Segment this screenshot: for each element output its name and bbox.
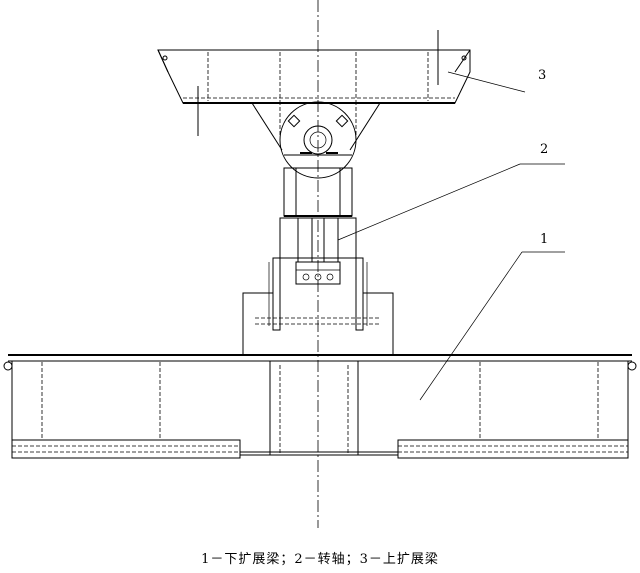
figure-caption: 1－下扩展梁；2－转轴；3－上扩展梁 (201, 552, 439, 567)
rotating-shaft (268, 101, 368, 331)
leader-lines (337, 71, 565, 401)
upper-extension-beam (157, 30, 471, 151)
callout-3: 3 (538, 68, 547, 83)
callout-2: 2 (540, 142, 549, 157)
engineering-drawing (3, 0, 637, 528)
lower-extension-beam (3, 292, 637, 459)
callout-1: 1 (540, 232, 549, 247)
